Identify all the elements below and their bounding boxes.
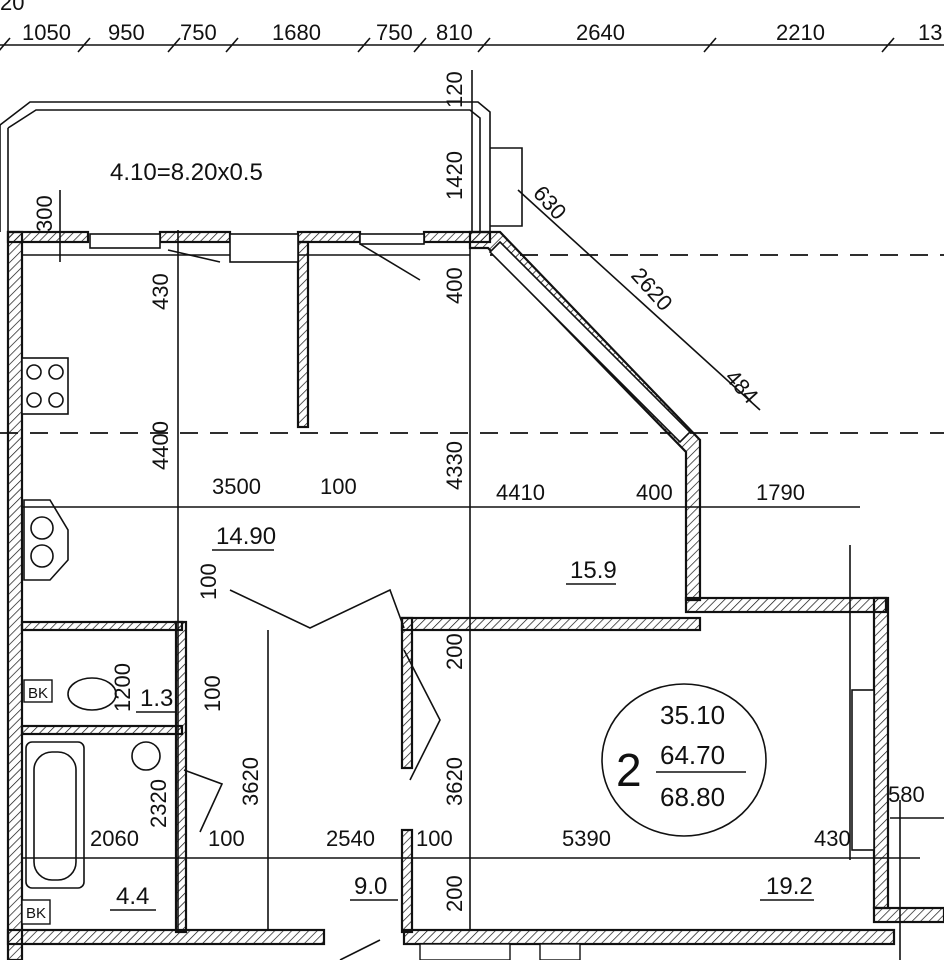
- dim-3620-a: 3620: [238, 757, 263, 806]
- badge-living-area: 35.10: [660, 700, 725, 730]
- dim-3620-b: 3620: [442, 757, 467, 806]
- apartment-badge: 2 35.10 64.70 68.80: [601, 683, 767, 837]
- dim-100-a: 100: [320, 474, 357, 499]
- interior-dimension-lines: [22, 230, 944, 960]
- dim-580: 580: [888, 782, 925, 807]
- walls: [6, 230, 944, 960]
- area-hall: 9.0: [354, 873, 387, 900]
- dim-2620: 2620: [626, 263, 677, 316]
- dim-2060: 2060: [90, 826, 139, 851]
- dim-top-1680: 1680: [272, 20, 321, 45]
- badge-total-area: 64.70: [660, 740, 725, 770]
- dim-top-1050: 1050: [22, 20, 71, 45]
- dim-100-b: 100: [196, 563, 221, 600]
- dim-top-2640: 2640: [576, 20, 625, 45]
- dim-1200: 1200: [110, 663, 135, 712]
- vk-label-bath: BK: [26, 905, 46, 922]
- badge-room-count: 2: [616, 744, 642, 796]
- dim-top-13: 13: [918, 20, 942, 45]
- dim-1790: 1790: [756, 480, 805, 505]
- dim-100-c: 100: [200, 675, 225, 712]
- dim-200-a: 200: [442, 633, 467, 670]
- area-wc: 1.3: [140, 685, 173, 712]
- vk-label-wc: BK: [28, 685, 48, 702]
- dim-400-b: 400: [636, 480, 673, 505]
- room-area-labels: 14.90 15.9 1.3 4.4 9.0 19.2: [110, 523, 814, 911]
- dim-300: 300: [32, 195, 57, 232]
- dim-400-top: 400: [442, 267, 467, 304]
- area-room2: 19.2: [766, 873, 813, 900]
- dim-top-750b: 750: [376, 20, 413, 45]
- dim-top-750a: 750: [180, 20, 217, 45]
- dim-430: 430: [148, 273, 173, 310]
- badge-total-with-balcony: 68.80: [660, 782, 725, 812]
- dim-corner-fragment: 20: [0, 0, 24, 15]
- balcony: 4.10=8.20x0.5: [0, 101, 523, 232]
- bathroom-fixtures: BK BK: [21, 677, 161, 925]
- area-bath: 4.4: [116, 883, 149, 910]
- area-kitchen: 14.90: [216, 523, 276, 550]
- dim-100-e: 100: [416, 826, 453, 851]
- dim-top-810: 810: [436, 20, 473, 45]
- dim-4400: 4400: [148, 421, 173, 470]
- interior-dimension-labels: 430 400 4400 4330 3500 100 4410 400 1790…: [90, 267, 925, 912]
- balcony-area-label: 4.10=8.20x0.5: [110, 159, 263, 186]
- kitchen-fixtures: [21, 357, 69, 581]
- dim-3500: 3500: [212, 474, 261, 499]
- dim-100-d: 100: [208, 826, 245, 851]
- dim-630: 630: [528, 181, 571, 225]
- doors: [167, 243, 441, 833]
- top-dimension-line: 20 1050 950 750 1680 750 810 2640 2210 1…: [0, 0, 944, 53]
- dim-4410: 4410: [496, 480, 545, 505]
- dim-200-b: 200: [442, 875, 467, 912]
- bottom-fixtures: [339, 939, 581, 960]
- dim-5390: 5390: [562, 826, 611, 851]
- dim-120: 120: [442, 71, 467, 108]
- windows: [89, 233, 875, 851]
- dim-top-950: 950: [108, 20, 145, 45]
- dim-1420: 1420: [442, 151, 467, 200]
- dim-4330: 4330: [442, 441, 467, 490]
- dim-top-2210: 2210: [776, 20, 825, 45]
- dim-2540: 2540: [326, 826, 375, 851]
- axis-lines: [0, 254, 944, 434]
- dim-484: 484: [720, 365, 763, 409]
- dim-430-b: 430: [814, 826, 851, 851]
- dim-2320: 2320: [146, 779, 171, 828]
- area-room1: 15.9: [570, 557, 617, 584]
